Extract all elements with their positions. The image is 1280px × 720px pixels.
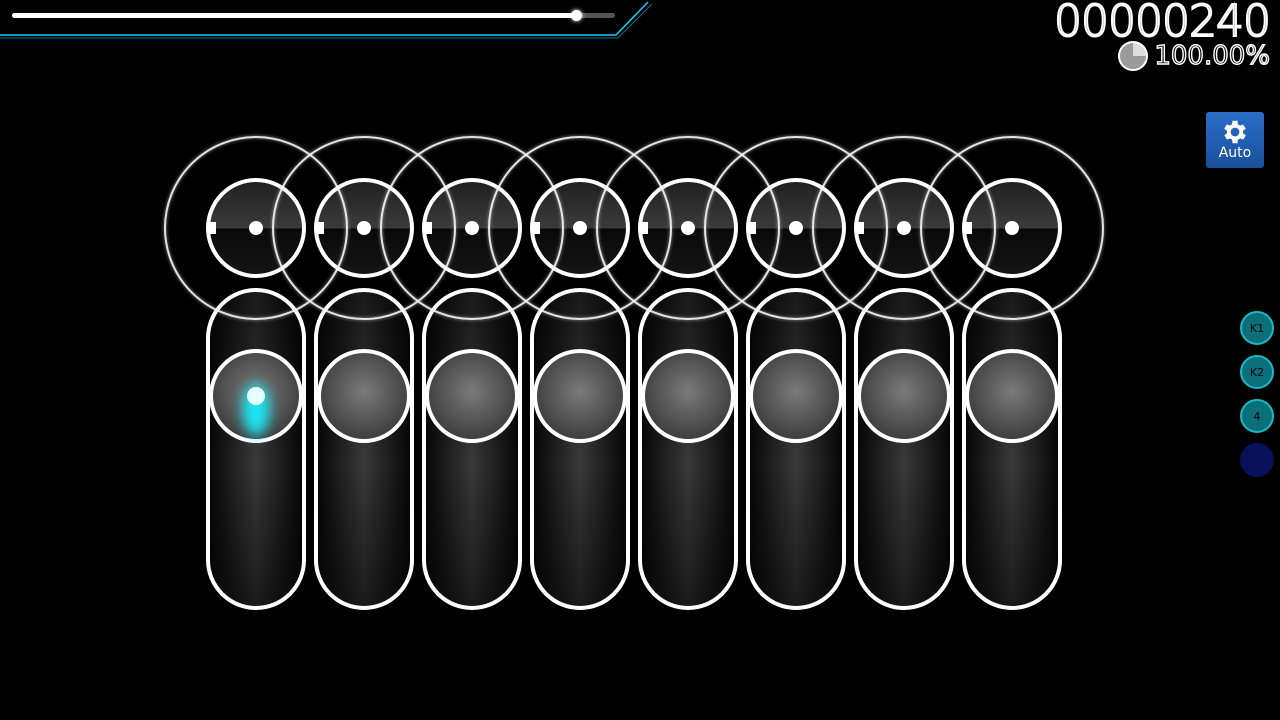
slider-track — [422, 288, 522, 610]
cursor — [247, 387, 265, 405]
slider-ball — [857, 349, 951, 443]
slider-track — [746, 288, 846, 610]
hit-circle-center — [465, 221, 479, 235]
slider-track — [854, 288, 954, 610]
hit-circle-center — [681, 221, 695, 235]
hit-circles — [206, 178, 1062, 278]
slider-track — [530, 288, 630, 610]
hit-circle — [854, 178, 954, 278]
slider-ball — [317, 349, 411, 443]
score-counter: 00000240 — [1053, 0, 1272, 48]
slider-ball — [965, 349, 1059, 443]
gear-icon — [1224, 120, 1246, 144]
accuracy-display: 100.00% — [1118, 40, 1271, 72]
hit-circle-center — [1005, 221, 1019, 235]
slider-track — [638, 288, 738, 610]
song-progress-fill — [12, 13, 576, 18]
hit-circle-center — [897, 221, 911, 235]
hit-circle — [638, 178, 738, 278]
slider-ball — [533, 349, 627, 443]
slider-track — [314, 288, 414, 610]
slider-ball — [749, 349, 843, 443]
hit-circle — [746, 178, 846, 278]
key-overlay-m2 — [1240, 443, 1274, 477]
slider-tracks — [206, 288, 1062, 610]
key-overlay-k1: K1 — [1240, 311, 1274, 345]
hit-circle — [314, 178, 414, 278]
hit-circle — [206, 178, 306, 278]
song-progress-bar[interactable] — [12, 10, 615, 21]
slider-track — [206, 288, 306, 610]
key-overlay-m1: 4 — [1240, 399, 1274, 433]
hit-circle-center — [573, 221, 587, 235]
accuracy-percent: 100.00% — [1154, 40, 1271, 71]
hit-circle — [530, 178, 630, 278]
slider-track — [962, 288, 1062, 610]
mod-auto-badge: Auto — [1206, 112, 1264, 168]
song-progress-knob[interactable] — [570, 10, 582, 21]
pie-chart-icon — [1118, 41, 1149, 71]
approach-circles — [163, 135, 1105, 321]
hit-circle — [422, 178, 522, 278]
hit-circle-center — [249, 221, 263, 235]
key-overlay-k2: K2 — [1240, 355, 1274, 389]
mod-auto-label: Auto — [1218, 145, 1252, 161]
hit-circle — [962, 178, 1062, 278]
hit-circle-center — [357, 221, 371, 235]
hit-circle-center — [789, 221, 803, 235]
slider-ball — [641, 349, 735, 443]
slider-ball — [425, 349, 519, 443]
